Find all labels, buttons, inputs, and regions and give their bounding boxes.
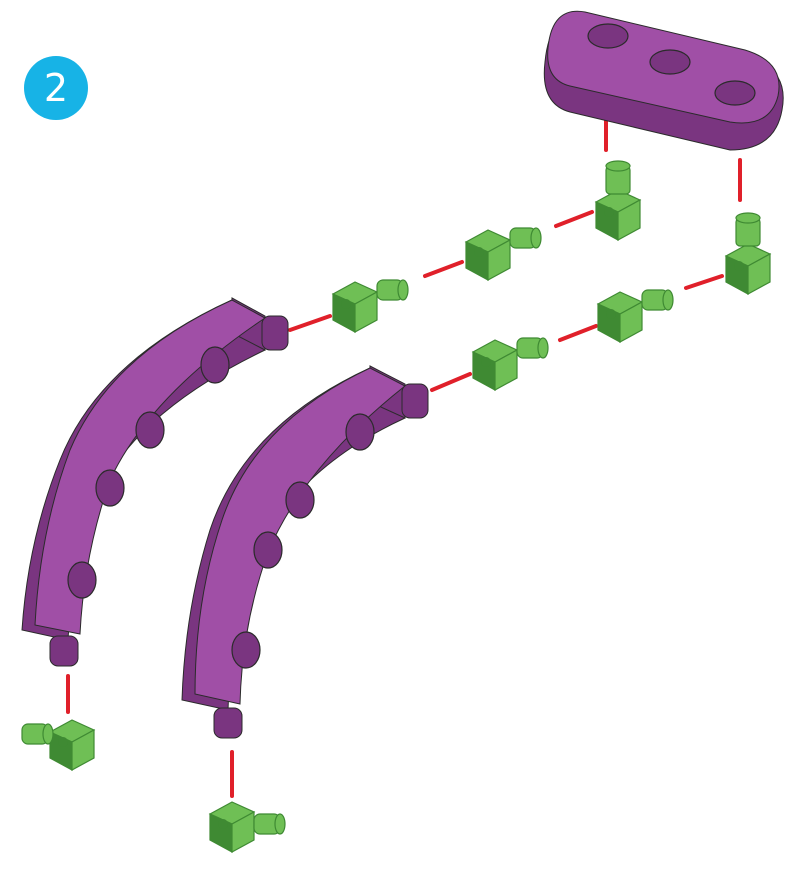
beam-hole xyxy=(67,561,97,599)
three-hole-flat-link xyxy=(543,10,784,151)
green-connector xyxy=(21,719,95,771)
beam-hole xyxy=(95,469,125,507)
beam-peg xyxy=(261,315,289,351)
connector-line xyxy=(430,372,472,392)
curved-beam xyxy=(21,297,289,667)
beam-hole xyxy=(285,481,315,519)
green-connector xyxy=(332,279,409,333)
beam-hole xyxy=(345,413,375,451)
beam-hole xyxy=(200,346,230,384)
beam-hole xyxy=(231,631,261,669)
beam-hole xyxy=(135,411,165,449)
green-connector xyxy=(209,801,286,853)
link-hole xyxy=(714,80,756,106)
beam-peg xyxy=(401,383,429,419)
green-connectors xyxy=(21,160,771,853)
green-connector xyxy=(465,227,542,281)
connector-line xyxy=(423,260,464,278)
step-number: 2 xyxy=(43,66,69,110)
connector-line xyxy=(558,324,598,342)
beam-peg xyxy=(213,707,243,739)
green-connector xyxy=(597,289,674,343)
beam-peg xyxy=(49,635,79,667)
beam-hole xyxy=(253,531,283,569)
connector-line xyxy=(554,210,594,228)
link-hole xyxy=(587,23,629,49)
step-number-badge: 2 xyxy=(24,56,88,120)
connector-line xyxy=(288,314,332,332)
link-hole xyxy=(649,49,691,75)
green-connector xyxy=(595,160,641,241)
connector-line xyxy=(684,274,724,290)
green-connector xyxy=(472,337,549,391)
green-connector xyxy=(725,212,771,295)
curved-beam xyxy=(181,365,429,739)
